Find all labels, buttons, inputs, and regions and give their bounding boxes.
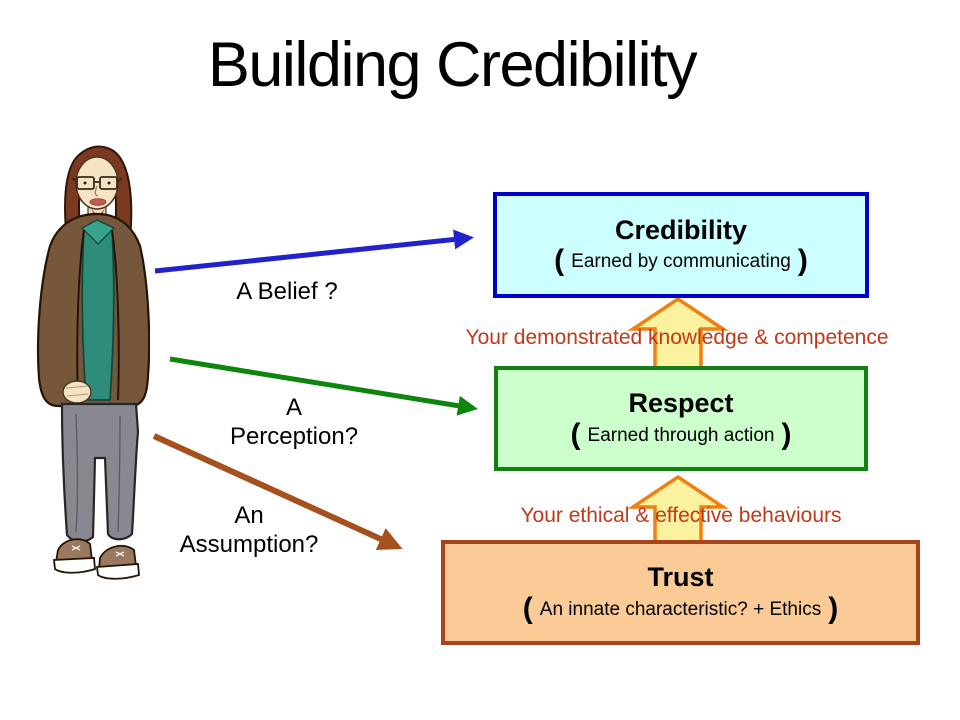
slide-title: Building Credibility: [207, 30, 698, 100]
ethical-behaviours-caption: Your ethical & effective behaviours: [520, 504, 842, 527]
credibility-box-subtitle-text: Earned by communicating: [571, 251, 791, 273]
pants-crease: [75, 413, 121, 533]
trust-box: Trust ( An innate characteristic? + Ethic…: [441, 540, 920, 645]
trust-box-title: Trust: [647, 562, 714, 593]
collar: [80, 219, 116, 245]
respect-box-subtitle-text: Earned through action: [587, 424, 775, 446]
lips: [89, 198, 107, 206]
eye: [107, 181, 111, 185]
credibility-box-title: Credibility: [614, 214, 748, 245]
shoe-laces: [71, 545, 125, 557]
trust-box-subtitle: ( An innate characteristic? + Ethics): [445, 593, 916, 623]
close-paren: ): [797, 244, 808, 278]
perception-label: A Perception?: [230, 393, 358, 451]
perception-label-line1: A: [285, 394, 302, 421]
credibility-box: Credibility ( Earned by communicating): [493, 192, 869, 298]
respect-box-title: Respect: [628, 388, 734, 419]
trust-box-subtitle-text: An innate characteristic? + Ethics: [539, 598, 822, 620]
open-paren: (: [570, 417, 581, 451]
perception-arrow-icon: [169, 356, 478, 416]
assumption-label-line2: Assumption?: [179, 531, 319, 558]
perception-label-line2: Perception?: [229, 423, 359, 450]
credibility-box-subtitle: ( Earned by communicating): [497, 246, 865, 276]
nose: [94, 185, 99, 197]
belief-arrow-icon: [154, 229, 474, 274]
shoe-sole: [52, 557, 96, 574]
respect-box: Respect ( Earned through action): [494, 366, 868, 471]
lapel: [111, 229, 120, 401]
eye: [83, 181, 87, 185]
face: [75, 156, 119, 210]
shoe-sole: [95, 563, 140, 580]
lapel: [76, 229, 85, 401]
person-illustration: [36, 145, 150, 580]
knuckles: [65, 385, 89, 397]
open-paren: (: [522, 591, 533, 625]
belief-label: A Belief ?: [236, 278, 338, 305]
close-paren: ): [781, 417, 792, 451]
assumption-label: An Assumption?: [180, 501, 319, 559]
glasses-icon: [71, 176, 123, 190]
assumption-label-line1: An: [234, 502, 264, 529]
respect-box-subtitle: ( Earned through action): [498, 419, 864, 449]
open-paren: (: [554, 244, 565, 278]
knowledge-competence-caption: Your demonstrated knowledge & competence: [465, 326, 889, 349]
close-paren: ): [828, 591, 839, 625]
assumption-arrow-icon: [152, 433, 403, 550]
